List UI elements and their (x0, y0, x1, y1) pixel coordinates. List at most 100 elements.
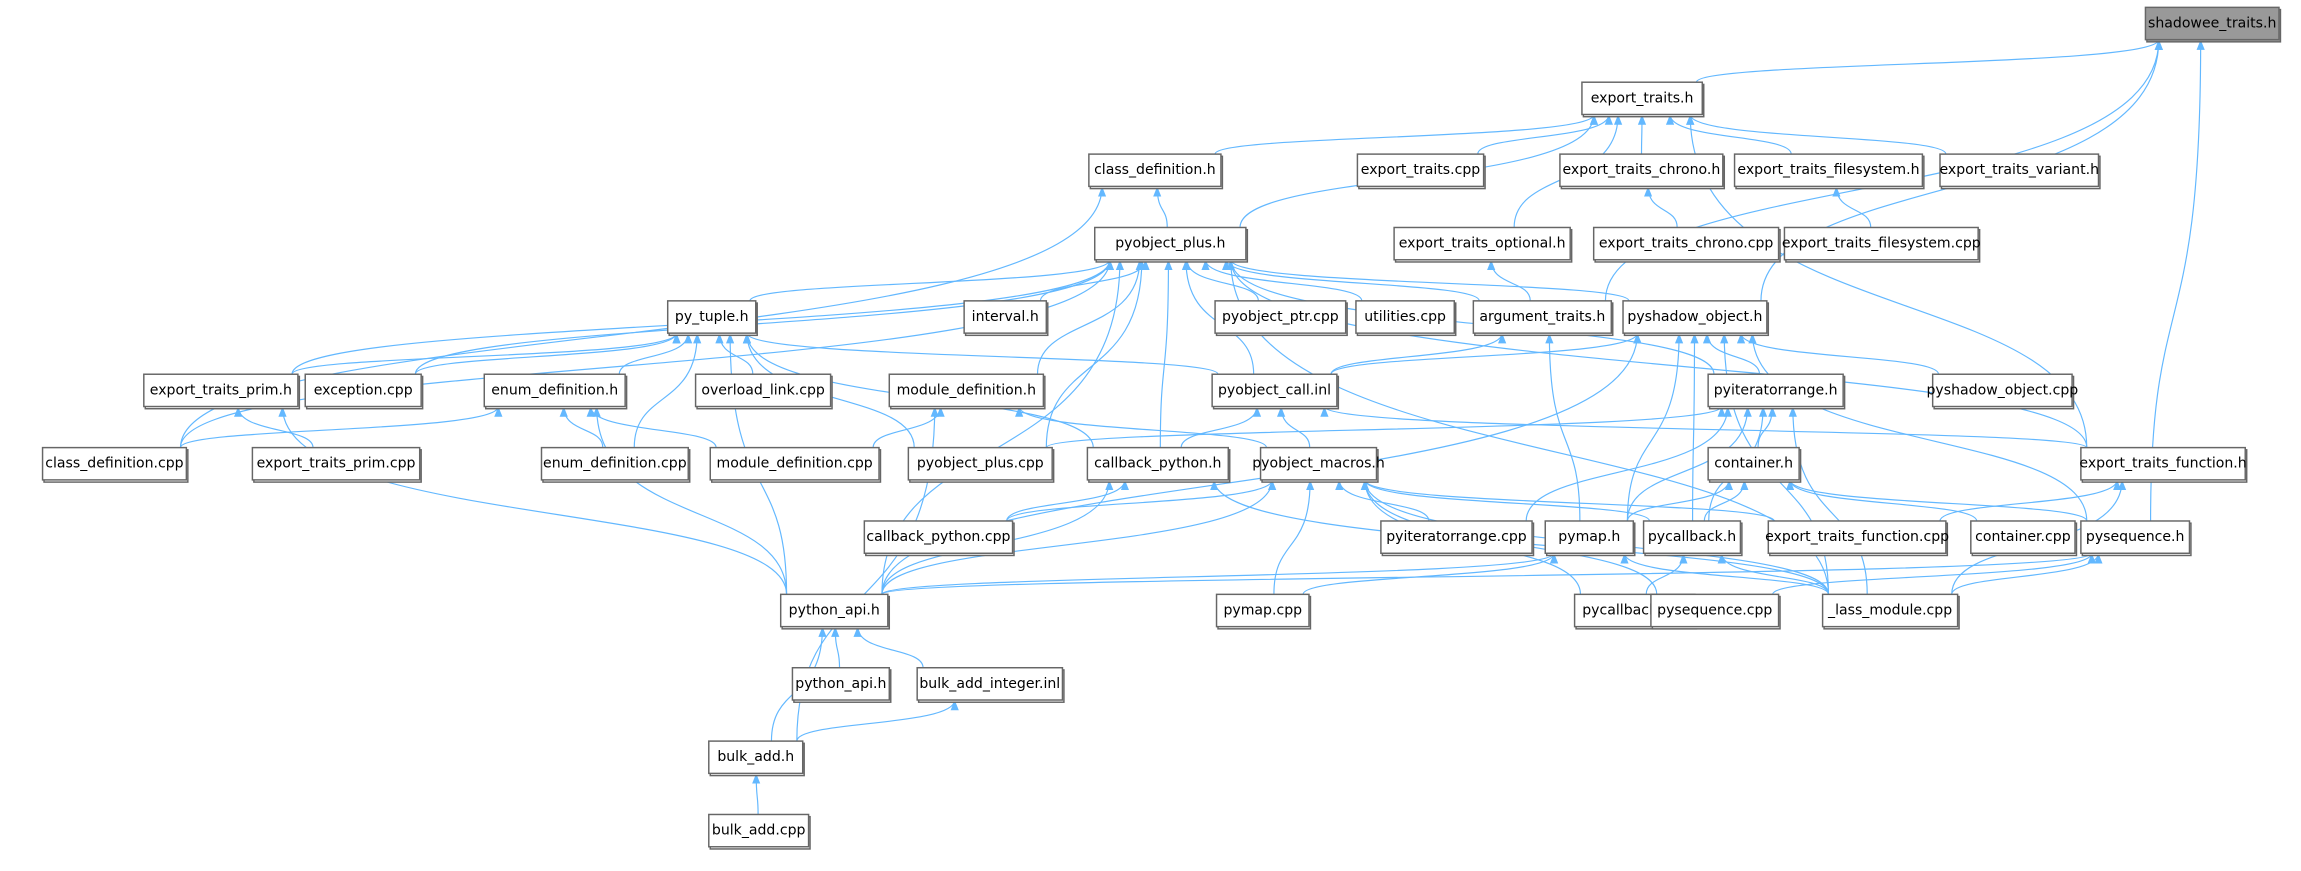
node-label: argument_traits.h (1479, 309, 1605, 325)
node-bah[interactable]: bulk_add.h (708, 740, 805, 777)
edge-pycbh-to-conth (1703, 479, 1749, 522)
node-box (1086, 446, 1230, 481)
edge-bacpp-to-bah (752, 773, 761, 815)
node-olc[interactable]: overload_link.cpp (694, 373, 833, 410)
node-et[interactable]: export_traits.h (1581, 81, 1705, 118)
node-pyseqcpp[interactable]: pysequence.cpp (1650, 593, 1781, 630)
node-pircpp[interactable]: pyiteratorrange.cpp (1380, 520, 1535, 557)
node-box (907, 446, 1053, 481)
edge-etfuh-to-pop (1226, 259, 2088, 448)
node-mdh[interactable]: module_definition.h (888, 373, 1046, 410)
edge-util-to-pop (1201, 259, 1363, 302)
node-psocpp[interactable]: pyshadow_object.cpp (1927, 373, 2079, 410)
edge-etccpp-to-etch (1643, 186, 1678, 228)
node-etcpp[interactable]: export_traits.cpp (1356, 153, 1486, 190)
node-label: overload_link.cpp (701, 382, 825, 398)
node-layer: shadowee_traits.h export_traits.h class_de… (41, 6, 2282, 850)
edge-cbph-to-pop (1159, 259, 1173, 448)
node-pyt[interactable]: py_tuple.h (666, 300, 758, 337)
node-etfh[interactable]: export_traits_filesystem.h (1733, 153, 1925, 190)
node-label: pymap.h (1558, 529, 1620, 545)
edge-pyapi-to-pomh (881, 479, 1277, 595)
node-edcpp[interactable]: enum_definition.cpp (540, 446, 691, 483)
edge-lass-to-pirh (1788, 406, 1868, 595)
node-box (1622, 300, 1768, 334)
node-label: export_traits_function.h (2079, 456, 2246, 472)
node-box (2144, 6, 2280, 41)
node-label: pyshadow_object.h (1627, 309, 1762, 325)
node-box (251, 446, 421, 481)
node-box (666, 300, 757, 334)
node-mdcpp[interactable]: module_definition.cpp (709, 446, 882, 483)
node-cdh[interactable]: class_definition.h (1088, 153, 1224, 190)
node-pop[interactable]: pyobject_plus.h (1094, 226, 1249, 263)
edge-pirh-to-pop (1226, 259, 1715, 375)
node-exc[interactable]: exception.cpp (304, 373, 424, 410)
edge-pyseqcpp-to-pyseqh (1772, 553, 2096, 595)
edge-at-to-etoh (1487, 259, 1531, 301)
edge-edcpp-to-pyt (633, 333, 702, 448)
node-conth[interactable]: container.h (1707, 446, 1802, 483)
node-etfucpp[interactable]: export_traits_function.cpp (1765, 520, 1949, 557)
edge-cbpcpp-to-cbph (1006, 479, 1129, 522)
node-at[interactable]: argument_traits.h (1472, 300, 1614, 337)
node-poc[interactable]: pyobject_call.inl (1211, 373, 1340, 410)
node-label: export_traits_function.cpp (1765, 529, 1949, 545)
node-etccpp[interactable]: export_traits_chrono.cpp (1592, 226, 1781, 263)
node-popcpp[interactable]: pyobject_plus.cpp (907, 446, 1055, 483)
node-interval[interactable]: interval.h (963, 300, 1049, 337)
node-label: pyiteratorrange.h (1714, 382, 1838, 398)
node-util[interactable]: utilities.cpp (1355, 300, 1457, 337)
node-pomh[interactable]: pyobject_macros.h (1252, 446, 1385, 483)
node-box (1592, 226, 1780, 261)
node-box (1707, 373, 1844, 408)
node-box (963, 300, 1048, 334)
node-pycbh[interactable]: pycallback.h (1642, 520, 1743, 557)
node-box (1642, 520, 1742, 554)
node-pyseqh[interactable]: pysequence.h (2080, 520, 2192, 557)
edge-cdcpp-to-edh (179, 406, 503, 449)
node-bai[interactable]: bulk_add_integer.inl (916, 666, 1065, 703)
node-etpcpp[interactable]: export_traits_prim.cpp (251, 446, 422, 483)
node-label: python_api.h (789, 602, 880, 618)
edge-pomh-to-mdh (1015, 406, 1268, 448)
node-pyapi[interactable]: python_api.h (779, 593, 891, 630)
node-edh[interactable]: enum_definition.h (483, 373, 628, 410)
node-cdcpp[interactable]: class_definition.cpp (41, 446, 189, 483)
node-etfuh[interactable]: export_traits_function.h (2079, 446, 2248, 483)
node-bacpp[interactable]: bulk_add.cpp (708, 813, 811, 850)
node-etvh[interactable]: export_traits_variant.h (1939, 153, 2101, 190)
node-cbph[interactable]: callback_python.h (1086, 446, 1231, 483)
node-label: pysequence.cpp (1657, 602, 1772, 618)
node-label: pymap.cpp (1223, 602, 1302, 618)
edge-conth-to-pirh (1757, 406, 1777, 448)
edge-cbph-to-poc (1180, 406, 1262, 448)
node-pymapcpp[interactable]: pymap.cpp (1215, 593, 1312, 630)
node-label: interval.h (972, 309, 1039, 325)
node-etfcpp[interactable]: export_traits_filesystem.cpp (1782, 226, 1981, 263)
node-psoh[interactable]: pyshadow_object.h (1622, 300, 1770, 337)
node-box (540, 446, 689, 481)
node-pymaph[interactable]: pymap.h (1544, 520, 1636, 557)
node-box (1581, 81, 1704, 116)
edge-pycbh-to-pomh (1360, 479, 1651, 522)
edge-pircpp-to-pomh (1335, 479, 1430, 522)
node-box (304, 373, 422, 408)
node-lass[interactable]: _lass_module.cpp (1821, 593, 1960, 630)
node-etph[interactable]: export_traits_prim.h (143, 373, 301, 410)
node-box (1211, 373, 1338, 408)
node-cbpcpp[interactable]: callback_python.cpp (863, 520, 1015, 557)
node-label: pyshadow_object.cpp (1927, 382, 2079, 398)
node-etoh[interactable]: export_traits_optional.h (1393, 226, 1573, 263)
node-pyapi2[interactable]: python_api.h (791, 666, 892, 703)
edge-pircpp-to-pirh (1525, 406, 1732, 521)
node-etch[interactable]: export_traits_chrono.h (1559, 153, 1726, 190)
node-contcpp[interactable]: container.cpp (1970, 520, 2078, 557)
node-poptr[interactable]: pyobject_ptr.cpp (1214, 300, 1348, 337)
node-pirh[interactable]: pyiteratorrange.h (1707, 373, 1846, 410)
edge-pirh-to-psoh (1702, 333, 1761, 375)
edge-pymaph-to-at (1545, 333, 1581, 521)
edge-pymaph-to-pirh (1626, 406, 1752, 521)
node-box (1355, 300, 1456, 334)
node-shadowee[interactable]: shadowee_traits.h (2144, 6, 2282, 43)
